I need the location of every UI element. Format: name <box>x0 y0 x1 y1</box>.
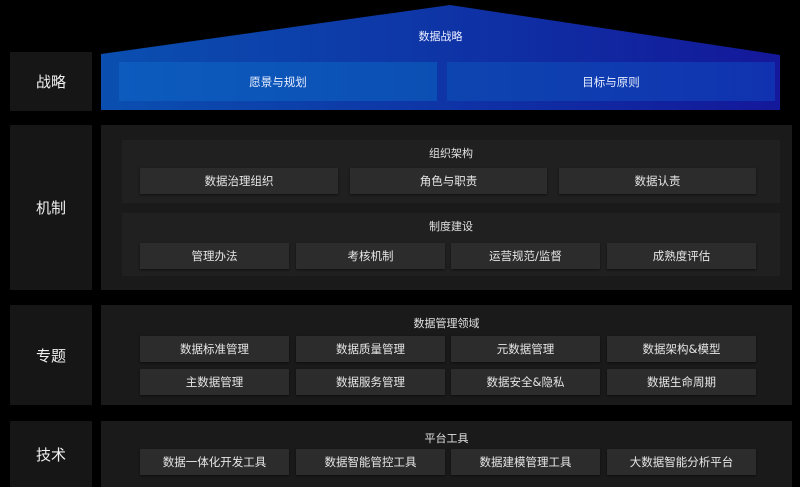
item-text: 元数据管理 <box>496 342 555 356</box>
topic-item[interactable]: 数据架构&模型 <box>607 336 756 362</box>
mechanism-item[interactable]: 数据治理组织 <box>140 168 338 194</box>
item-text: 数据标准管理 <box>180 342 249 356</box>
item-text: 角色与职责 <box>419 174 478 188</box>
item-text: 主数据管理 <box>185 375 244 389</box>
item-text: 数据质量管理 <box>336 342 405 356</box>
item-text: 数据服务管理 <box>336 375 405 389</box>
mechanism-item[interactable]: 运营规范/监督 <box>451 243 600 269</box>
item-text: 数据架构&模型 <box>642 342 721 356</box>
topic-item[interactable]: 数据标准管理 <box>140 336 289 362</box>
layer-label-tech: 技术 <box>10 421 92 487</box>
topic-item[interactable]: 数据安全&隐私 <box>451 369 600 395</box>
tech-item[interactable]: 大数据智能分析平台 <box>607 449 756 475</box>
topic-item[interactable]: 数据服务管理 <box>296 369 445 395</box>
mechanism-item[interactable]: 考核机制 <box>296 243 445 269</box>
group-title: 组织架构 <box>429 147 473 160</box>
item-text: 数据建模管理工具 <box>479 455 572 469</box>
layer-label-topic: 专题 <box>10 305 92 405</box>
item-text: 数据智能管控工具 <box>324 455 417 469</box>
panel-title: 数据管理领域 <box>413 317 480 330</box>
layer-label-text: 战略 <box>35 73 66 91</box>
item-text: 目标与原则 <box>582 74 640 89</box>
item-text: 愿景与规划 <box>249 74 307 89</box>
strategy-item[interactable]: 愿景与规划 <box>119 62 437 101</box>
item-text: 数据治理组织 <box>204 174 274 188</box>
item-text: 数据认责 <box>634 174 681 188</box>
item-text: 数据生命周期 <box>647 375 716 389</box>
tech-item[interactable]: 数据一体化开发工具 <box>140 449 289 475</box>
item-text: 运营规范/监督 <box>489 249 562 263</box>
layer-label-mechanism: 机制 <box>10 125 92 290</box>
strategy-item[interactable]: 目标与原则 <box>447 62 775 101</box>
layer-label-text: 专题 <box>35 346 66 365</box>
item-text: 成熟度评估 <box>652 249 711 263</box>
layer-label-text: 机制 <box>35 199 66 217</box>
item-text: 大数据智能分析平台 <box>629 455 734 469</box>
topic-item[interactable]: 主数据管理 <box>140 369 289 395</box>
layer-label-text: 技术 <box>35 445 66 464</box>
mechanism-item[interactable]: 角色与职责 <box>350 168 547 194</box>
mechanism-item[interactable]: 数据认责 <box>559 168 756 194</box>
mechanism-item[interactable]: 成熟度评估 <box>607 243 756 269</box>
topic-item[interactable]: 数据生命周期 <box>607 369 756 395</box>
layer-label-strategy: 战略 <box>10 52 92 111</box>
item-text: 考核机制 <box>347 249 394 263</box>
tech-item[interactable]: 数据建模管理工具 <box>451 449 600 475</box>
topic-item[interactable]: 元数据管理 <box>451 336 600 362</box>
item-text: 数据安全&隐私 <box>486 375 565 389</box>
item-text: 管理办法 <box>191 249 238 263</box>
tech-item[interactable]: 数据智能管控工具 <box>296 449 445 475</box>
roof-title: 数据战略 <box>418 30 463 43</box>
item-text: 数据一体化开发工具 <box>162 455 267 469</box>
group-title: 制度建设 <box>429 220 473 233</box>
mechanism-item[interactable]: 管理办法 <box>140 243 289 269</box>
panel-title: 平台工具 <box>424 432 469 445</box>
topic-item[interactable]: 数据质量管理 <box>296 336 445 362</box>
